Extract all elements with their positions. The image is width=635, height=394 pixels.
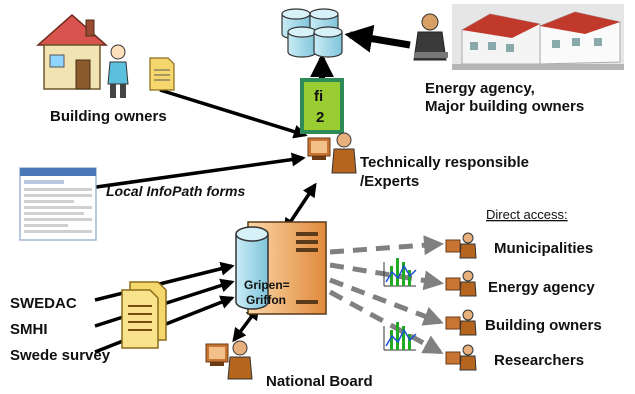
swedac-label: SWEDAC xyxy=(10,295,77,312)
direct-access-target-3: Building owners xyxy=(445,309,602,336)
local-infopath-forms-label: Local InfoPath forms xyxy=(106,183,245,199)
energy-agency-person-icon xyxy=(413,13,448,61)
energy-agency-person-small-icon xyxy=(445,270,477,297)
chart-icon xyxy=(383,258,417,287)
gripen-server-icon xyxy=(235,221,327,315)
smhi-label: SMHI xyxy=(10,321,48,338)
direct-access-target-label: Building owners xyxy=(485,317,602,334)
arrow-forms-to-experts xyxy=(74,152,306,192)
direct-access-target-label: Energy agency xyxy=(488,279,595,296)
dashed-arrow-researchers xyxy=(328,289,444,355)
gripen-label-line2: Griffon xyxy=(246,293,286,307)
database-icon xyxy=(281,8,343,58)
dashed-arrow-building-owners xyxy=(329,277,444,326)
gripen-label-line1: Gripen= xyxy=(244,278,290,292)
fi2-box: fi 2 xyxy=(300,78,344,134)
dashed-arrow-energy-agency xyxy=(329,262,444,291)
swede-survey-label: Swede survey xyxy=(10,347,111,364)
infopath-form-icon xyxy=(19,167,97,241)
building-owner-person-icon xyxy=(107,44,129,98)
energy-agency-label-line2: Major building owners xyxy=(425,98,584,115)
direct-access-target-label: Municipalities xyxy=(494,240,593,257)
national-board-label: National Board xyxy=(266,373,373,390)
house-icon xyxy=(36,13,108,90)
technically-responsible-label-line2: /Experts xyxy=(360,173,419,190)
dashed-arrow-municipalities xyxy=(329,235,444,256)
buildings-photo-icon xyxy=(452,4,624,70)
direct-access-target-1: Municipalities xyxy=(445,232,593,259)
direct-access-target-4: Researchers xyxy=(445,344,584,371)
direct-access-label: Direct access: xyxy=(486,207,568,222)
municipalities-person-icon xyxy=(445,232,477,259)
building-owners-person-small-icon xyxy=(445,309,477,336)
dashed-arrows xyxy=(328,235,444,355)
arrow-energy-agency-to-db xyxy=(344,24,411,53)
fi2-label-line2: 2 xyxy=(316,109,324,126)
expert-at-computer-icon xyxy=(307,132,357,174)
direct-access-target-label: Researchers xyxy=(494,352,584,369)
energy-agency-label-line1: Energy agency, xyxy=(425,80,535,97)
direct-access-target-2: Energy agency xyxy=(445,270,595,297)
researchers-person-icon xyxy=(445,344,477,371)
technically-responsible-label-line1: Technically responsible xyxy=(360,154,529,171)
source-document-icon xyxy=(121,281,167,349)
fi2-label-line1: fi xyxy=(314,88,323,105)
building-owner-document-icon xyxy=(149,57,175,91)
chart-icon xyxy=(383,322,417,351)
arrow-swedac-to-gripen xyxy=(94,261,235,302)
building-owners-top-label: Building owners xyxy=(50,108,167,125)
arrow-building-owners-to-experts xyxy=(159,88,308,139)
national-board-person-icon xyxy=(205,340,253,380)
